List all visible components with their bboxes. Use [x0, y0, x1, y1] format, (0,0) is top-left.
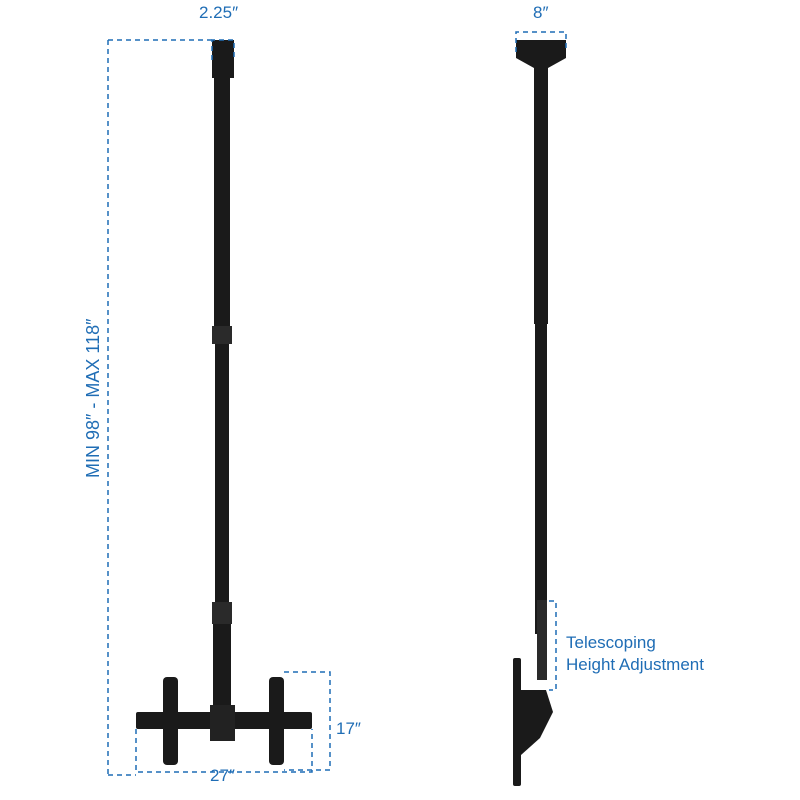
- plate-width-label: 8″: [533, 3, 549, 22]
- side-pole-lower: [535, 322, 547, 634]
- pole-width-label: 2.25″: [199, 3, 239, 22]
- front-pole-upper: [214, 78, 230, 328]
- front-right-arm: [269, 677, 284, 765]
- front-center-bracket: [210, 705, 235, 741]
- front-pole-joint-upper: [212, 326, 232, 344]
- bracket-width-label: 27″: [210, 766, 235, 785]
- telescoping-line-1: Telescoping: [566, 633, 656, 652]
- side-ceiling-plate: [516, 40, 566, 68]
- plate-width-bracket: [515, 31, 567, 52]
- front-left-arm: [163, 677, 178, 765]
- side-telescoping-section: [537, 600, 547, 680]
- side-view: [513, 40, 566, 786]
- telescoping-callout: Telescoping Height Adjustment: [566, 632, 704, 676]
- telescoping-line-2: Height Adjustment: [566, 655, 704, 674]
- bracket-width-dim: [135, 729, 313, 773]
- side-tilt-knob: [527, 706, 545, 724]
- front-pole-lower: [215, 344, 229, 612]
- front-ceiling-plate: [212, 40, 234, 78]
- side-tv-plate: [513, 658, 521, 786]
- telescoping-bracket: [549, 600, 557, 691]
- height-range-label: MIN 98″ - MAX 118″: [83, 318, 103, 478]
- bracket-height-dim: [284, 671, 331, 771]
- front-view: [136, 40, 312, 765]
- dimension-lines: [107, 31, 567, 776]
- front-pole-joint-lower: [212, 602, 232, 624]
- bracket-height-label: 17″: [336, 719, 361, 738]
- pole-width-bracket: [211, 39, 235, 60]
- front-pole-bottom: [213, 624, 231, 706]
- side-pole-upper: [534, 66, 548, 324]
